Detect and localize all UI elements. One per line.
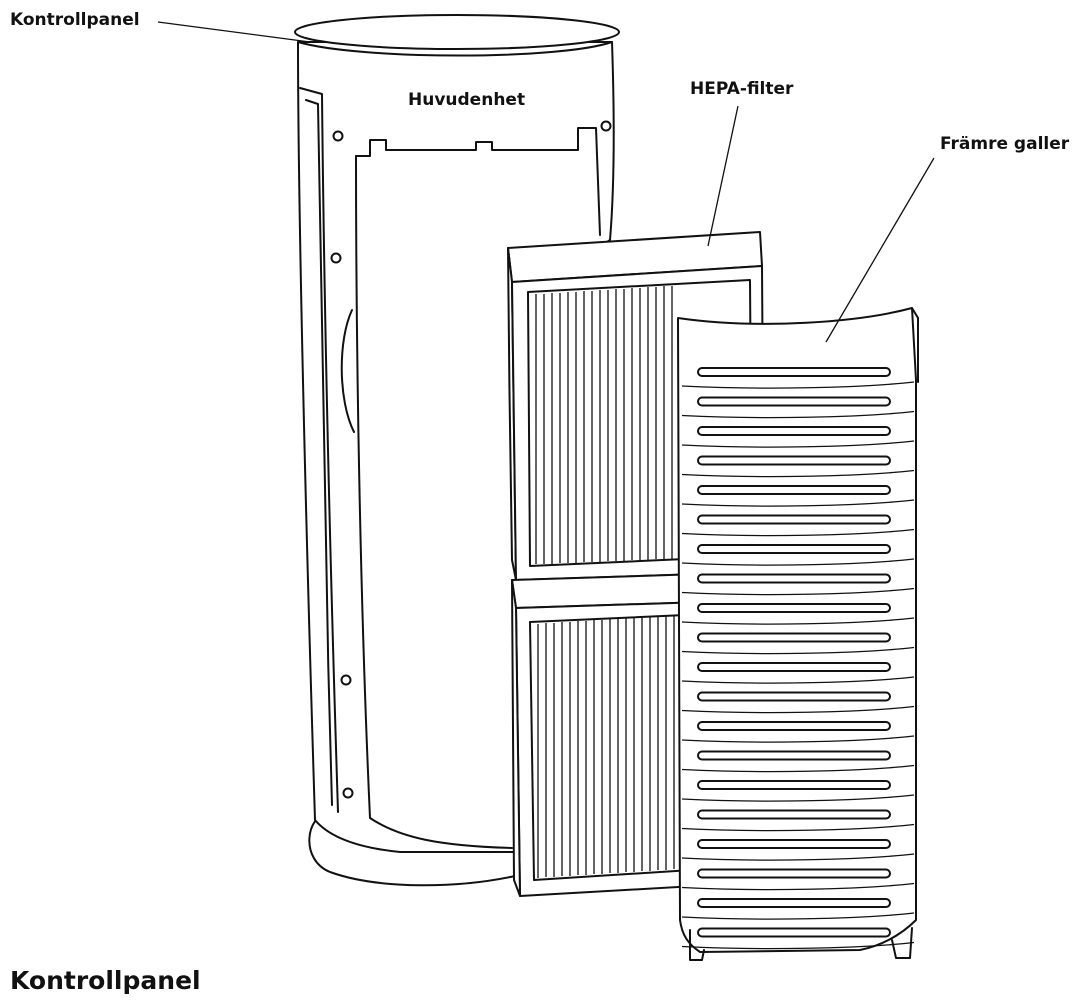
grille-rib <box>681 912 915 920</box>
grille-slot <box>697 662 891 672</box>
grille-rib <box>681 410 915 419</box>
grille-slot <box>697 691 891 702</box>
grille-rib <box>681 469 915 478</box>
grille-slot <box>697 721 891 731</box>
grille-rib <box>681 705 915 714</box>
grille-rib <box>681 676 915 684</box>
grille-rib <box>681 882 915 891</box>
grille-slot <box>697 573 891 584</box>
grille-slot <box>697 780 891 790</box>
grille-slot <box>697 485 891 495</box>
section-heading: Kontrollpanel <box>10 966 201 995</box>
grille-slot <box>697 514 891 525</box>
grille-rib <box>681 528 915 537</box>
grille-slot <box>697 367 891 377</box>
leader-lines <box>157 21 935 343</box>
grille-slot <box>697 839 891 849</box>
leader-framre-galler <box>825 157 935 343</box>
grille-rib <box>681 794 915 802</box>
grille-rib <box>681 764 915 773</box>
grille-slots <box>681 367 915 950</box>
grille-rib <box>681 941 915 950</box>
grille-slot <box>697 544 891 554</box>
label-hepa-filter: HEPA-filter <box>690 79 794 99</box>
grille-slot <box>697 750 891 761</box>
grille-slot <box>697 603 891 613</box>
grille-slot <box>697 396 891 407</box>
front-grille-drawing <box>677 307 919 961</box>
grille-rib <box>681 558 915 566</box>
grille-rib <box>681 853 915 861</box>
grille-slot <box>697 632 891 643</box>
grille-rib <box>681 617 915 625</box>
leader-kontrollpanel <box>157 21 311 43</box>
grille-slot <box>697 898 891 908</box>
grille-slot <box>697 809 891 820</box>
grille-rib <box>681 587 915 596</box>
grille-rib <box>681 735 915 743</box>
label-kontrollpanel: Kontrollpanel <box>10 10 140 30</box>
grille-slot <box>697 868 891 879</box>
grille-rib <box>681 499 915 507</box>
grille-rib <box>681 646 915 655</box>
label-huvudenhet: Huvudenhet <box>408 90 526 110</box>
grille-slot <box>697 927 891 938</box>
grille-rib <box>681 381 915 389</box>
grille-rib <box>681 823 915 832</box>
grille-slot <box>697 426 891 436</box>
grille-rib <box>681 440 915 448</box>
control-panel-top-drawing <box>294 14 620 50</box>
grille-slot <box>697 455 891 466</box>
label-framre-galler: Främre galler <box>940 134 1070 154</box>
main-unit-drawing <box>297 41 615 887</box>
leader-hepa-filter <box>707 105 739 247</box>
